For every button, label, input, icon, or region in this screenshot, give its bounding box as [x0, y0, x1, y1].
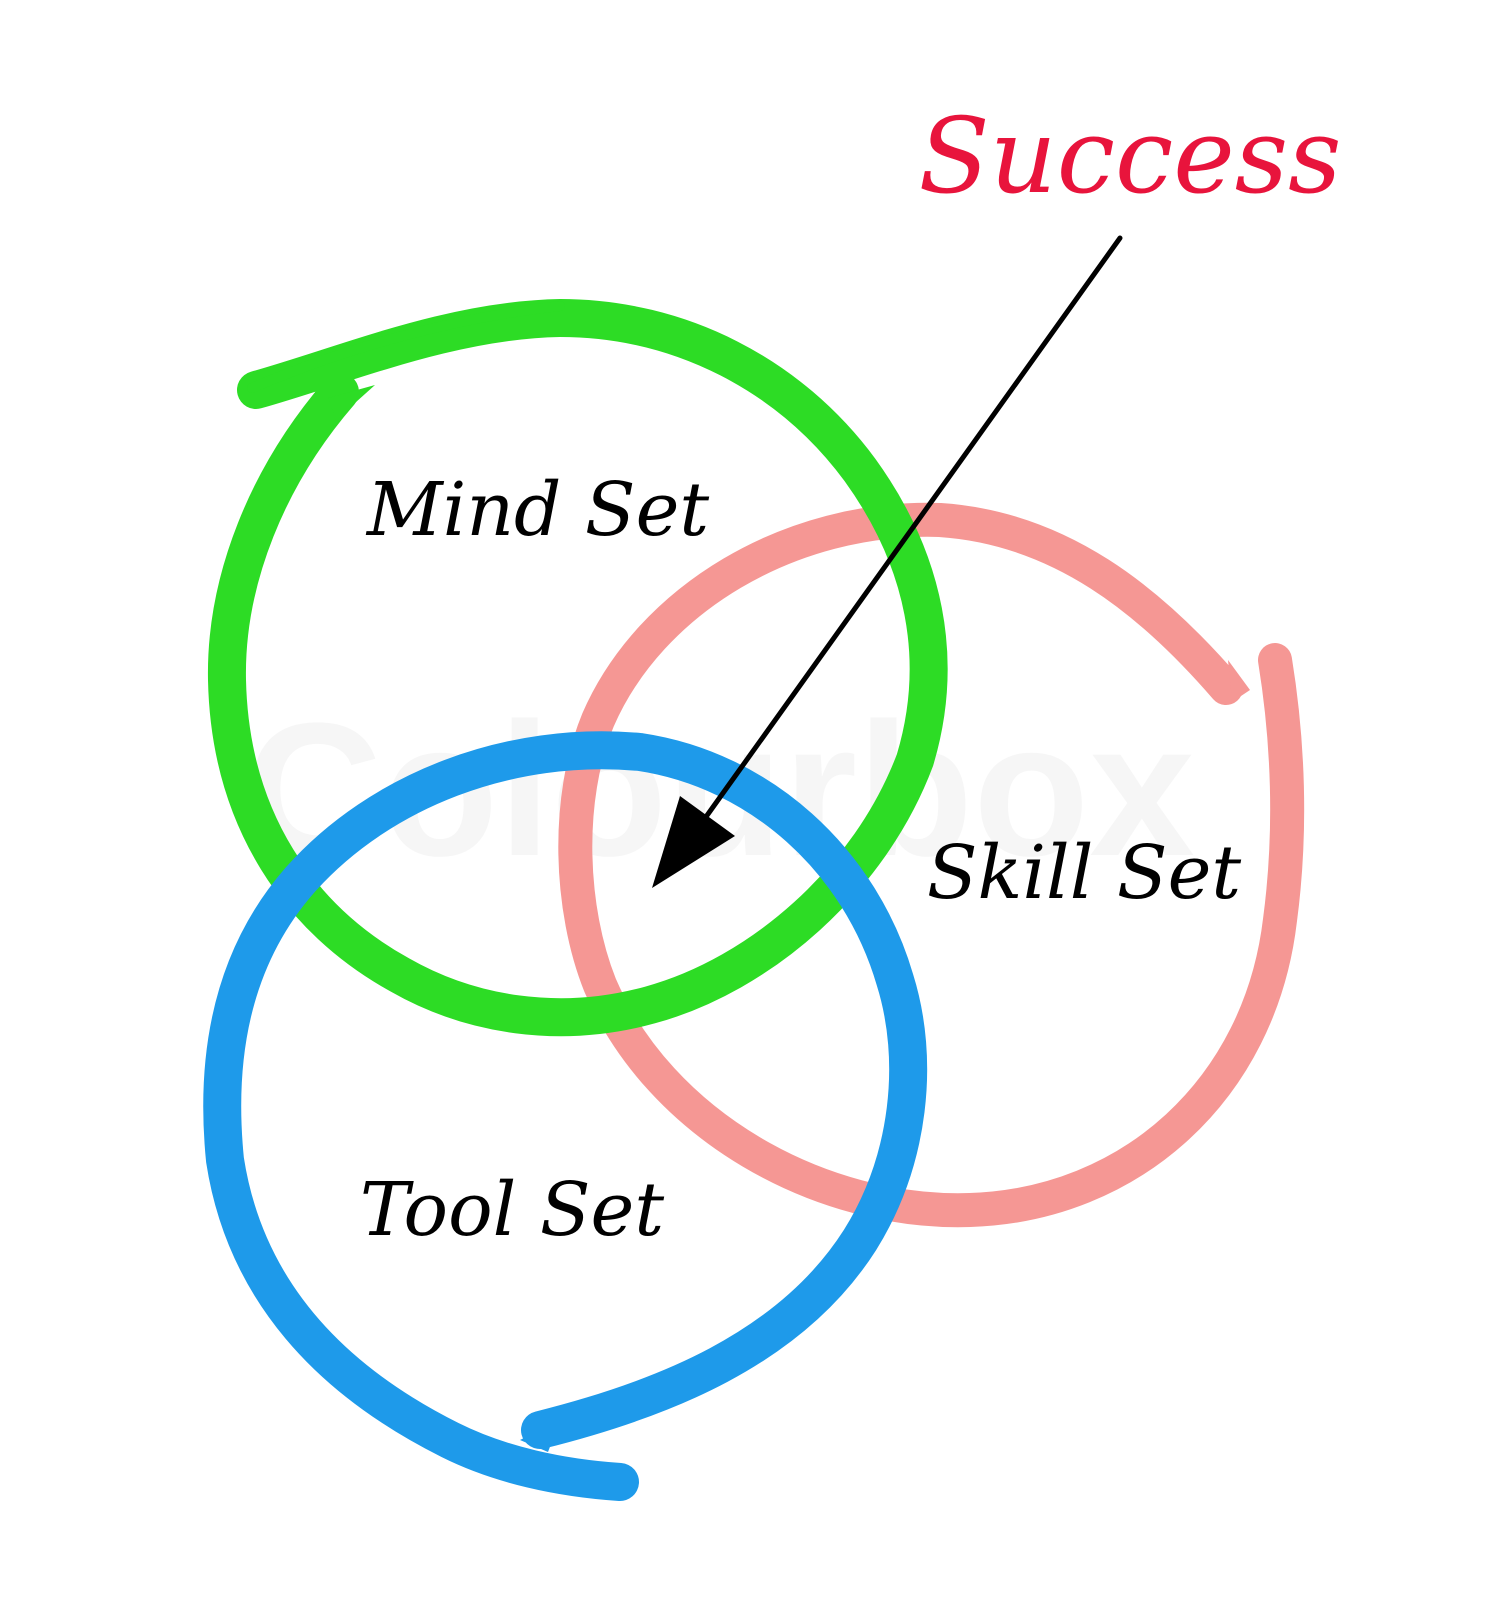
success-headline: Success: [918, 95, 1341, 217]
mind-set-label: Mind Set: [365, 467, 709, 553]
skill-set-label: Skill Set: [927, 830, 1242, 916]
mind-set-circle: [207, 298, 948, 1037]
pointer-arrow: [652, 235, 1123, 888]
tool-set-label: Tool Set: [360, 1167, 664, 1253]
tool-set-circle: [203, 731, 928, 1501]
arrowhead: [652, 796, 735, 888]
